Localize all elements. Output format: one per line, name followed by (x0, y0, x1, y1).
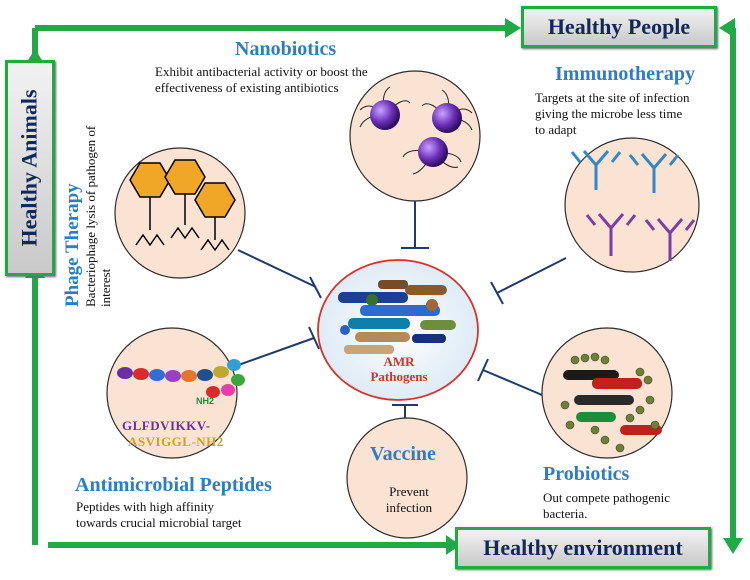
phage-desc-line2: interest (98, 268, 113, 307)
nanobiotics-desc-line2: effectiveness of existing antibiotics (155, 80, 339, 95)
immunotherapy-title: Immunotherapy (555, 63, 696, 85)
nanobiotics-desc: Exhibit antibacterial activity or boost … (155, 64, 368, 96)
arrow-to-environment-icon (446, 535, 460, 555)
peptides-desc-line2: towards crucial microbial target (76, 515, 242, 530)
healthy-environment-text: Healthy environment (483, 535, 683, 560)
immunotherapy-desc-line1: Targets at the site of infection (535, 90, 690, 105)
arrow-to-people-icon (505, 18, 521, 38)
healthy-animals-text: Healthy Animals (17, 89, 43, 247)
peptide-chain-icon (117, 359, 245, 398)
arrow-people-right-icon (719, 18, 735, 38)
healthy-people-label: Healthy People (521, 6, 717, 48)
immuno-circle (564, 137, 700, 273)
immunotherapy-desc-line2: giving the microbe less time (535, 106, 683, 121)
vaccine-desc: Prevent infection (370, 484, 448, 516)
arrow-right-down-icon (723, 538, 743, 554)
phage-text-block: Phage Therapy Bacteriophage lysis of pat… (62, 67, 113, 307)
healthy-animals-label: Healthy Animals (5, 60, 55, 276)
bacteriophage-icon (129, 159, 236, 252)
immunotherapy-desc-line3: to adapt (535, 122, 577, 137)
nanobiotics-desc-line1: Exhibit antibacterial activity or boost … (155, 64, 368, 79)
vaccine-title: Vaccine (370, 443, 436, 465)
amr-label-line1: AMR (383, 354, 415, 369)
peptide-seq-line1: GLFDVIKKV- (122, 418, 211, 433)
peptides-desc-line1: Peptides with high affinity (76, 499, 215, 514)
peptide-circle (106, 327, 238, 459)
immunotherapy-desc: Targets at the site of infection giving … (535, 90, 689, 138)
vaccine-circle (346, 417, 468, 539)
amr-bacteria-cluster-icon (338, 280, 456, 354)
nano-circle (349, 70, 481, 202)
probiotics-title: Probiotics (543, 463, 630, 485)
peptides-desc: Peptides with high affinity towards cruc… (76, 499, 241, 531)
probiotic-bacteria-icon (560, 352, 662, 453)
one-health-cycle (32, 25, 736, 548)
peptide-sequence: GLFDVIKKV- ASVIGGL-NH2 (122, 418, 224, 450)
amr-label-line2: Pathogens (370, 369, 428, 384)
amr-label: AMR Pathogens (340, 354, 458, 384)
antibody-icon (570, 150, 696, 261)
vaccine-desc-line1: Prevent (389, 484, 429, 499)
nh2-label: NH2 (196, 396, 215, 406)
probiotics-desc: Out compete pathogenic bacteria. (543, 490, 670, 522)
nanobiotics-title: Nanobiotics (235, 38, 337, 60)
phage-title: Phage Therapy (62, 183, 83, 307)
vaccine-desc-line2: infection (385, 500, 433, 515)
peptides-title: Antimicrobial Peptides (75, 474, 272, 496)
peptide-seq-line2: ASVIGGL-NH2 (128, 434, 224, 449)
healthy-people-text: Healthy People (547, 14, 691, 39)
nanoparticle-icon (359, 86, 473, 175)
inhibition-lines (229, 201, 567, 418)
healthy-environment-label: Healthy environment (455, 527, 711, 569)
phage-desc-line1: Bacteriophage lysis of pathogen of (83, 125, 98, 307)
probiotics-desc-line1: Out compete pathogenic (543, 490, 671, 505)
probiotics-desc-line2: bacteria. (543, 506, 588, 521)
